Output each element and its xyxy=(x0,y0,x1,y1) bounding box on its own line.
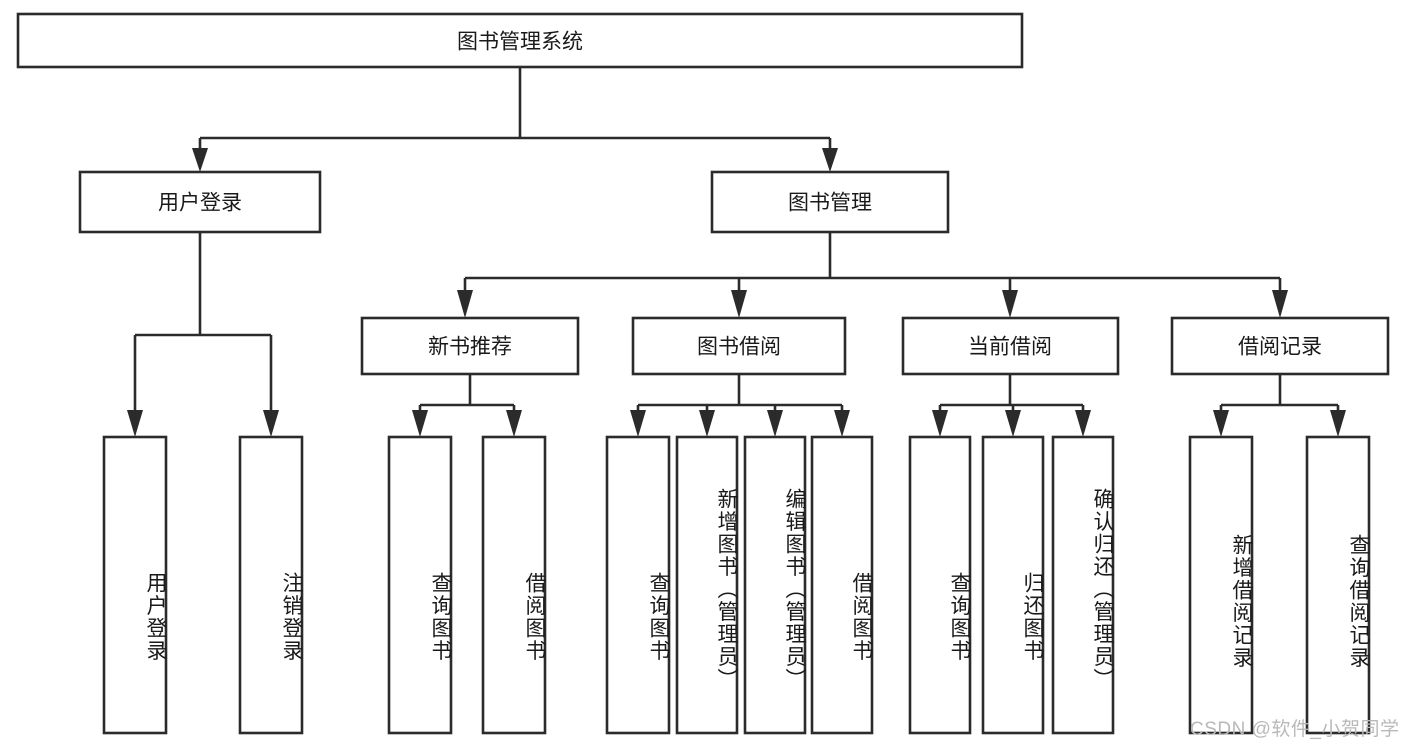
node-borrow-record[interactable]: 借阅记录 xyxy=(1170,316,1390,376)
node-current-borrow-label: 当前借阅 xyxy=(968,336,1052,359)
arrow-head-icon xyxy=(506,410,522,437)
leaf-box[interactable] xyxy=(238,435,304,735)
connector-borrow-to-leaves xyxy=(630,374,850,437)
connector-record-to-leaves xyxy=(1213,374,1346,437)
arrow-head-icon xyxy=(822,148,838,172)
arrow-head-icon xyxy=(127,410,143,437)
connector-userlogin-to-leaves xyxy=(127,232,279,437)
arrow-head-icon xyxy=(192,148,208,172)
arrow-head-icon xyxy=(1002,290,1018,318)
node-current-borrow-box[interactable] xyxy=(901,316,1120,376)
connector-bookmgmt-to-level3 xyxy=(457,232,1288,318)
connector-newbook-to-leaves xyxy=(412,374,522,437)
arrow-head-icon xyxy=(1213,410,1229,437)
leaf-box[interactable] xyxy=(981,435,1045,735)
arrow-head-icon xyxy=(457,290,473,318)
node-current-borrow[interactable]: 当前借阅 xyxy=(901,316,1120,376)
node-book-borrow-label: 图书借阅 xyxy=(697,336,781,359)
arrow-head-icon xyxy=(1005,410,1021,437)
node-book-management-box[interactable] xyxy=(710,170,950,234)
arrow-head-icon xyxy=(263,410,279,437)
arrow-head-icon xyxy=(630,410,646,437)
node-user-login[interactable]: 用户登录 xyxy=(78,170,322,234)
arrow-head-icon xyxy=(731,290,747,318)
leaf-box[interactable] xyxy=(387,435,453,735)
leaf-box[interactable] xyxy=(1188,435,1254,735)
node-new-book-recommend-box[interactable] xyxy=(360,316,580,376)
leaf-box[interactable] xyxy=(908,435,972,735)
node-user-login-box[interactable] xyxy=(78,170,322,234)
node-new-book-recommend[interactable]: 新书推荐 xyxy=(360,316,580,376)
leaf-box[interactable] xyxy=(1051,435,1115,735)
leaf-box[interactable] xyxy=(102,435,168,735)
leaf-box[interactable] xyxy=(1305,435,1371,735)
connector-current-to-leaves xyxy=(932,374,1091,437)
node-root[interactable]: 图书管理系统 xyxy=(16,12,1024,69)
leaf-box[interactable] xyxy=(743,435,807,735)
node-book-management[interactable]: 图书管理 xyxy=(710,170,950,234)
node-book-borrow-box[interactable] xyxy=(631,316,847,376)
node-borrow-record-label: 借阅记录 xyxy=(1238,336,1322,359)
leaf-box[interactable] xyxy=(675,435,739,735)
arrow-head-icon xyxy=(1075,410,1091,437)
leaf-boxes xyxy=(102,435,1371,735)
node-root-label: 图书管理系统 xyxy=(457,31,583,54)
arrow-head-icon xyxy=(1330,410,1346,437)
node-new-book-recommend-label: 新书推荐 xyxy=(428,336,512,359)
leaf-box[interactable] xyxy=(605,435,671,735)
csdn-watermark: CSDN @软件_小贺同学 xyxy=(1190,719,1400,740)
node-root-box[interactable] xyxy=(16,12,1024,69)
node-book-borrow[interactable]: 图书借阅 xyxy=(631,316,847,376)
arrow-head-icon xyxy=(767,410,783,437)
arrow-head-icon xyxy=(834,410,850,437)
leaf-box[interactable] xyxy=(810,435,874,735)
arrow-head-icon xyxy=(1272,290,1288,318)
arrow-head-icon xyxy=(412,410,428,437)
arrow-head-icon xyxy=(699,410,715,437)
connector-root-to-level2 xyxy=(192,67,838,172)
leaf-box[interactable] xyxy=(481,435,547,735)
arrow-head-icon xyxy=(932,410,948,437)
node-book-management-label: 图书管理 xyxy=(788,192,872,215)
node-user-login-label: 用户登录 xyxy=(158,192,242,215)
node-borrow-record-box[interactable] xyxy=(1170,316,1390,376)
